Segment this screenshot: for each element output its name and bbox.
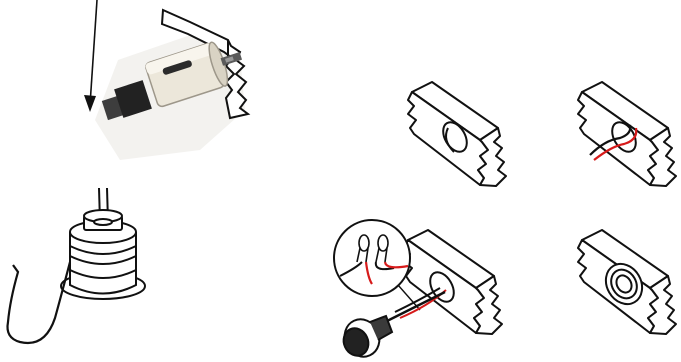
drill-direction-arrow [90,0,97,105]
wire-connect-icon [334,220,410,296]
panel-hole-saw [84,0,248,160]
wire-connect-board [404,230,502,334]
panel-detector-body [8,188,146,343]
panel-mounted-detector [578,230,676,334]
arrow-head-icon [84,95,96,112]
panel-wires-through-hole [578,82,676,186]
panel-connect-wires [334,220,502,362]
small-detector-icon [339,314,392,362]
mounted-detector-icon [578,230,676,334]
board-hole-icon [408,82,506,186]
mounting-clip-icon [8,262,71,343]
panel-board-with-hole [408,82,506,186]
